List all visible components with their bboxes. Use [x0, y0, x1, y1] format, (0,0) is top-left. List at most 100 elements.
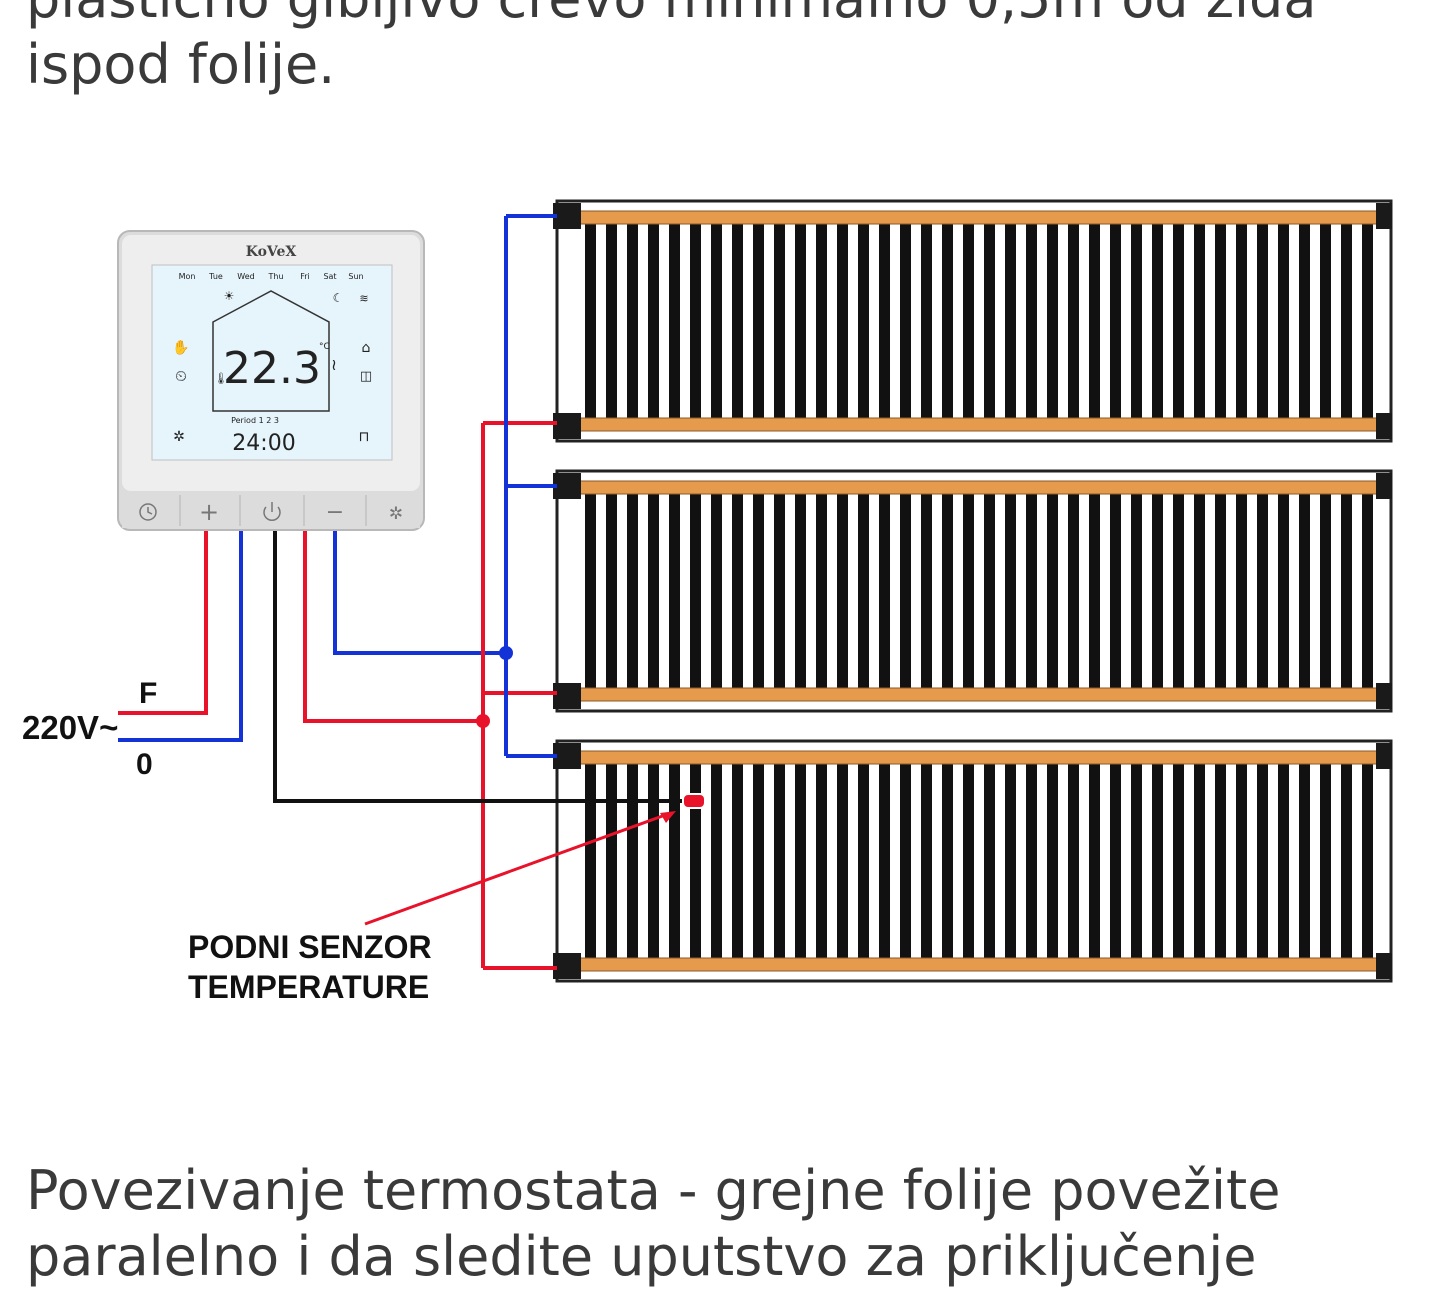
- heating-strip: [1278, 494, 1289, 688]
- lcd-screen: [151, 264, 393, 461]
- heating-strip: [921, 764, 932, 958]
- heating-strip: [1257, 494, 1268, 688]
- neutral-load-wire: [333, 528, 506, 655]
- thermostat-button-bar: [122, 491, 420, 528]
- power-icon: [263, 506, 281, 522]
- heating-strip: [1362, 494, 1373, 688]
- foil-1-clamp: [1376, 413, 1392, 439]
- heating-strip: [1341, 764, 1352, 958]
- wires: [118, 214, 684, 970]
- thermostat-power-button[interactable]: [263, 502, 281, 522]
- sensor-label-line2: TEMPERATURE: [188, 969, 429, 1005]
- heating-foils: [553, 199, 1393, 983]
- heating-strip: [963, 494, 974, 688]
- heating-strip: [984, 224, 995, 418]
- heating-strip: [753, 494, 764, 688]
- heating-strip: [711, 494, 722, 688]
- heating-strip: [1005, 764, 1016, 958]
- heating-strip: [1320, 494, 1331, 688]
- heating-strip: [858, 224, 869, 418]
- heating-strip: [606, 494, 617, 688]
- lock-icon: ⊓: [359, 429, 370, 445]
- sensor-wire: [273, 528, 684, 803]
- heating-strip: [837, 764, 848, 958]
- hand-icon: ✋: [172, 339, 189, 356]
- heating-strip: [1131, 764, 1142, 958]
- heating-strip: [648, 764, 659, 958]
- heating-strip: [1257, 764, 1268, 958]
- heating-strip: [1236, 494, 1247, 688]
- thermostat-light-button[interactable]: ✲: [389, 504, 403, 524]
- heating-strip: [921, 494, 932, 688]
- heating-strip: [879, 224, 890, 418]
- foil-1-strips: [585, 224, 1373, 418]
- window-icon: ◫: [360, 369, 372, 384]
- lcd-house-outline: [212, 290, 330, 412]
- heating-strip: [816, 224, 827, 418]
- heating-strip: [921, 224, 932, 418]
- foil-2-clamp: [553, 683, 581, 709]
- lcd-day: Mon: [179, 272, 196, 281]
- heating-strip: [963, 764, 974, 958]
- heating-strip: [711, 764, 722, 958]
- heating-strip: [711, 224, 722, 418]
- heating-strip: [1194, 224, 1205, 418]
- heating-strip: [606, 764, 617, 958]
- heating-strip: [585, 224, 596, 418]
- heating-foil-1: [553, 199, 1393, 443]
- heating-strip: [1278, 764, 1289, 958]
- heating-strip: [795, 224, 806, 418]
- thermostat-clock-button[interactable]: [139, 503, 157, 521]
- neutral-junction-dot: [499, 646, 513, 660]
- wiring-diagram: 220V~ F 0 PODNI SENZOR TEMPERATURE KoVeX…: [22, 199, 1393, 1005]
- heating-foil-2: [553, 469, 1393, 713]
- thermostat-minus-button[interactable]: −: [326, 500, 344, 525]
- thermostat: KoVeX Mon Tue Wed Thu Fri Sat Sun 22.3 °…: [117, 230, 425, 531]
- wifi-icon: ≋: [359, 292, 368, 305]
- phase-junction-dot: [476, 714, 490, 728]
- foil-2-clamp: [1376, 473, 1392, 499]
- heating-strip: [1026, 494, 1037, 688]
- heating-strip: [816, 764, 827, 958]
- para-top-line2: ispod folije.: [26, 33, 336, 96]
- phase-load-wire: [303, 528, 483, 723]
- heating-strip: [1173, 224, 1184, 418]
- lcd-days: Mon Tue Wed Thu Fri Sat Sun: [179, 272, 364, 281]
- sensor-pointer-line: [364, 812, 669, 926]
- heating-strip: [1068, 764, 1079, 958]
- home-icon: ⌂: [362, 340, 371, 356]
- heating-strip: [1110, 224, 1121, 418]
- paragraph-top: plastično gibljivo crevo minimalno 0,5m …: [26, 0, 1316, 98]
- heating-strip: [963, 224, 974, 418]
- clock-icon: ⏲: [175, 367, 187, 385]
- heating-strip: [669, 764, 680, 958]
- heating-strip: [1257, 224, 1268, 418]
- foil-3-clamp: [1376, 743, 1392, 769]
- clock-button-hands: [147, 507, 153, 515]
- heating-strip: [1089, 764, 1100, 958]
- heating-strip: [732, 764, 743, 958]
- heating-strip: [879, 494, 890, 688]
- heating-strip: [1299, 764, 1310, 958]
- thermostat-plus-button[interactable]: +: [199, 498, 219, 526]
- foil-1-clamp: [1376, 203, 1392, 229]
- heating-strip: [1173, 494, 1184, 688]
- lcd-day: Thu: [267, 272, 283, 281]
- foil-2-strips: [585, 494, 1373, 688]
- lcd-day: Sun: [348, 272, 363, 281]
- heating-strip: [585, 764, 596, 958]
- heating-strip: [774, 494, 785, 688]
- heating-strip: [1005, 494, 1016, 688]
- heating-strip: [1236, 764, 1247, 958]
- heating-strip: [732, 494, 743, 688]
- lcd-temperature: 22.3: [223, 343, 321, 394]
- lcd-day: Fri: [300, 272, 310, 281]
- heating-strip: [942, 494, 953, 688]
- lcd-period: Period 1 2 3: [231, 416, 279, 425]
- sensor-pointer-arrowhead: [660, 811, 676, 823]
- heating-strip: [690, 494, 701, 688]
- heating-strip: [1047, 224, 1058, 418]
- heating-strip: [1068, 224, 1079, 418]
- foil-1-busbar-top: [579, 210, 1379, 225]
- clock-button-icon: [139, 503, 157, 521]
